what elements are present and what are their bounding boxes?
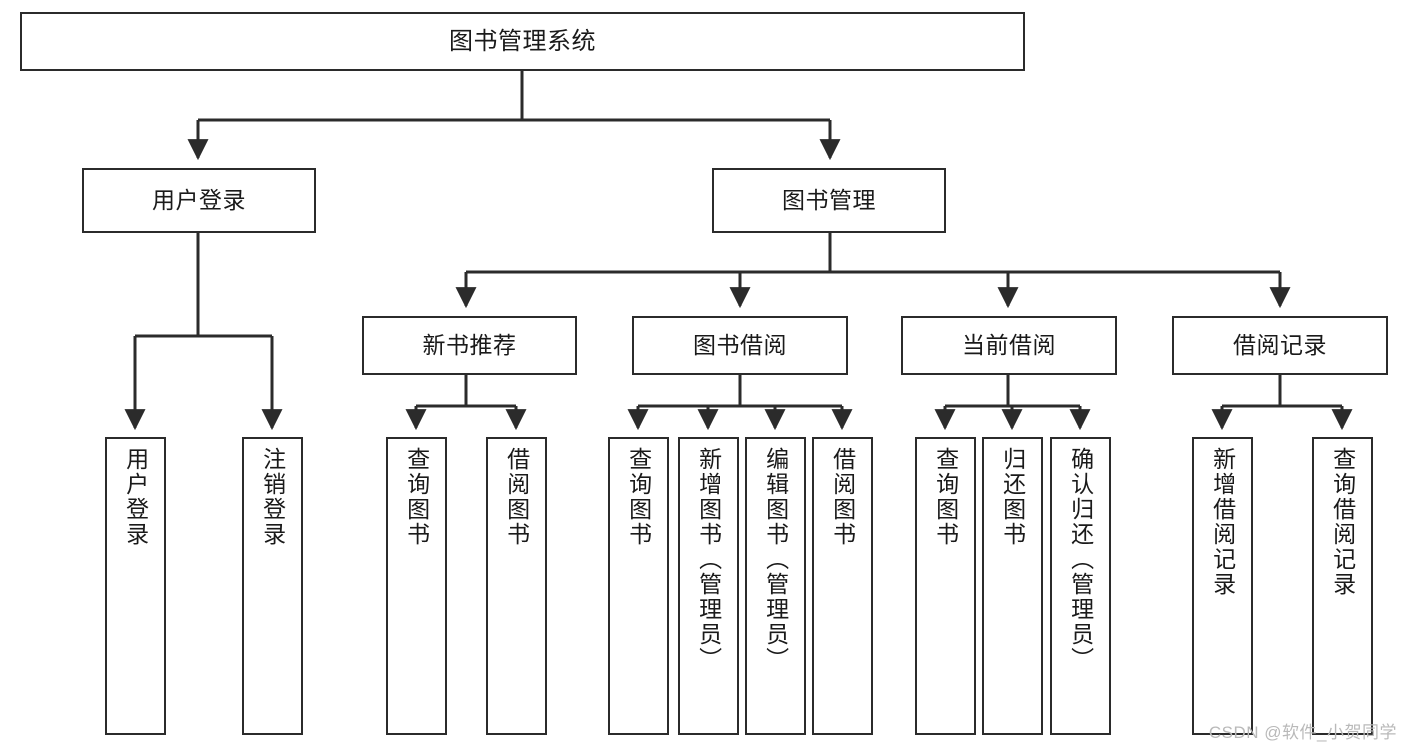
node-book-management[interactable]: 图书管理 — [712, 168, 946, 233]
node-root[interactable]: 图书管理系统 — [20, 12, 1025, 71]
node-leaf-query-borrow-record[interactable]: 查询借阅记录 — [1312, 437, 1373, 735]
node-borrow-record[interactable]: 借阅记录 — [1172, 316, 1388, 375]
node-leaf-add-book[interactable]: 新增图书（管理员） — [678, 437, 739, 735]
node-leaf-query-book-2-label: 查询图书 — [625, 447, 652, 547]
node-leaf-return-book[interactable]: 归还图书 — [982, 437, 1043, 735]
node-leaf-edit-book[interactable]: 编辑图书（管理员） — [745, 437, 806, 735]
node-leaf-user-login-label: 用户登录 — [122, 447, 149, 547]
node-leaf-confirm-return-label: 确认归还（管理员） — [1067, 447, 1094, 672]
node-new-book-recommend-label: 新书推荐 — [422, 332, 517, 359]
node-leaf-logout-login[interactable]: 注销登录 — [242, 437, 303, 735]
node-leaf-query-book-1[interactable]: 查询图书 — [386, 437, 447, 735]
node-current-borrow[interactable]: 当前借阅 — [901, 316, 1117, 375]
node-new-book-recommend[interactable]: 新书推荐 — [362, 316, 577, 375]
node-leaf-query-book-2[interactable]: 查询图书 — [608, 437, 669, 735]
node-leaf-add-book-label: 新增图书（管理员） — [695, 447, 722, 672]
node-leaf-add-borrow-record[interactable]: 新增借阅记录 — [1192, 437, 1253, 735]
node-user-login-label: 用户登录 — [152, 187, 246, 214]
node-leaf-query-book-3[interactable]: 查询图书 — [915, 437, 976, 735]
node-leaf-query-borrow-record-label: 查询借阅记录 — [1329, 447, 1356, 597]
node-book-borrow[interactable]: 图书借阅 — [632, 316, 848, 375]
node-book-borrow-label: 图书借阅 — [693, 332, 787, 359]
node-root-label: 图书管理系统 — [449, 27, 596, 55]
node-leaf-logout-login-label: 注销登录 — [259, 447, 286, 547]
node-leaf-borrow-book-1[interactable]: 借阅图书 — [486, 437, 547, 735]
node-leaf-return-book-label: 归还图书 — [999, 447, 1026, 547]
node-leaf-borrow-book-1-label: 借阅图书 — [503, 447, 530, 547]
node-user-login[interactable]: 用户登录 — [82, 168, 316, 233]
node-leaf-query-book-1-label: 查询图书 — [403, 447, 430, 547]
node-leaf-borrow-book-2[interactable]: 借阅图书 — [812, 437, 873, 735]
node-leaf-borrow-book-2-label: 借阅图书 — [829, 447, 856, 547]
node-borrow-record-label: 借阅记录 — [1233, 332, 1327, 359]
node-leaf-confirm-return[interactable]: 确认归还（管理员） — [1050, 437, 1111, 735]
node-leaf-add-borrow-record-label: 新增借阅记录 — [1209, 447, 1236, 597]
node-current-borrow-label: 当前借阅 — [962, 332, 1056, 359]
node-leaf-query-book-3-label: 查询图书 — [932, 447, 959, 547]
node-leaf-user-login[interactable]: 用户登录 — [105, 437, 166, 735]
node-leaf-edit-book-label: 编辑图书（管理员） — [762, 447, 789, 672]
node-book-management-label: 图书管理 — [782, 187, 876, 214]
